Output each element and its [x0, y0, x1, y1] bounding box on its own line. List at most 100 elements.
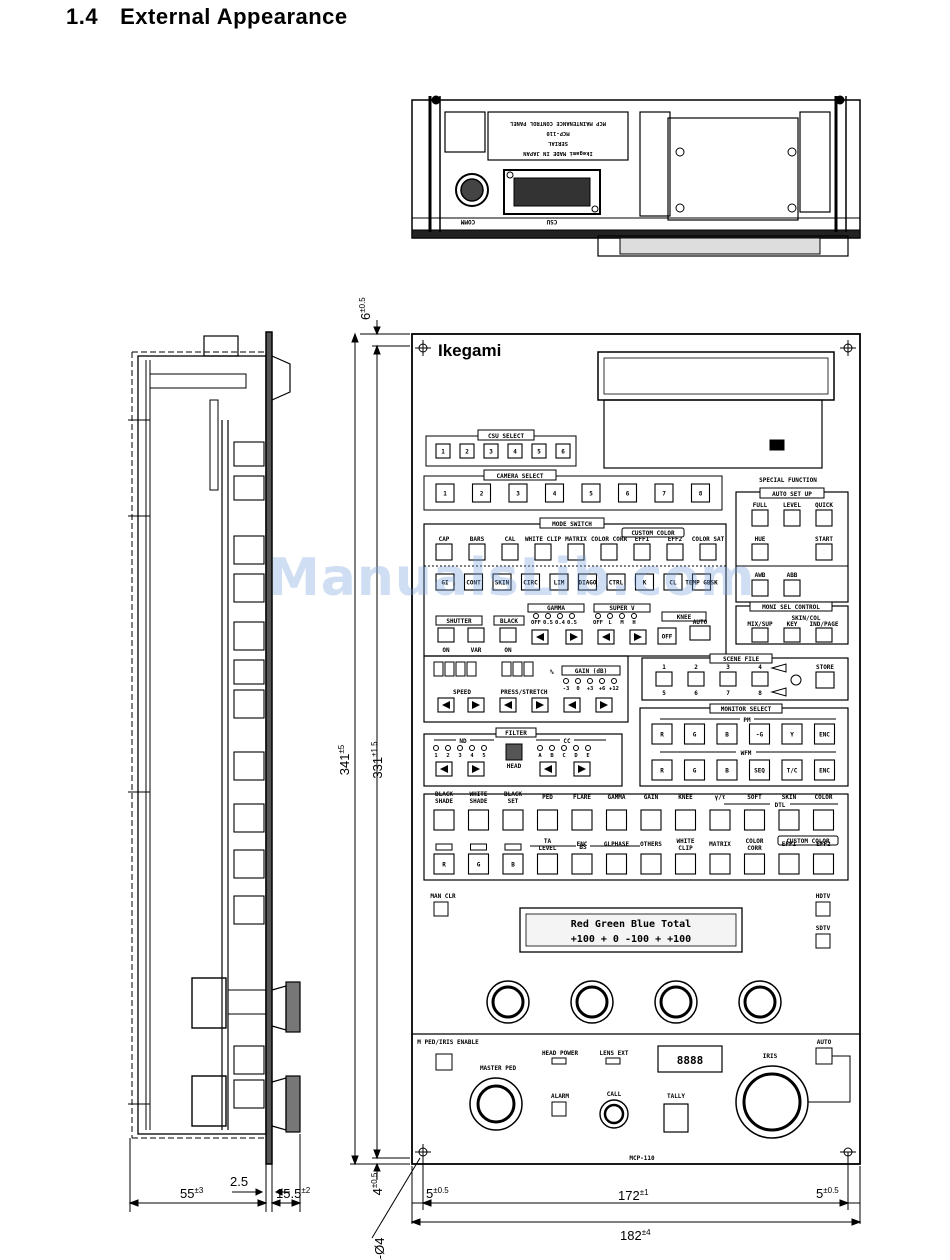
scene-file-button-1[interactable] [655, 671, 673, 687]
pm-button-b[interactable]: B [716, 723, 738, 745]
mode-white-clip[interactable] [534, 543, 552, 561]
mode2-k[interactable]: K [634, 573, 655, 591]
moni-key[interactable] [783, 627, 801, 643]
shutter-var-button[interactable] [467, 627, 485, 643]
scene-file-button-2[interactable] [687, 671, 705, 687]
mode-eff2[interactable] [666, 543, 684, 561]
gain-left-button[interactable] [563, 697, 581, 713]
knee-off-button[interactable]: OFF [657, 627, 677, 645]
adjust2-3[interactable] [536, 853, 559, 875]
press-left-button[interactable] [499, 697, 517, 713]
camera-button-7[interactable]: 7 [654, 483, 674, 503]
press-right-button[interactable] [531, 697, 549, 713]
auto-setup-abb[interactable]: ABB [783, 572, 801, 597]
pm-button-g[interactable]: G [683, 723, 706, 745]
adjust-4[interactable] [571, 809, 593, 831]
adjust2-7[interactable] [674, 853, 697, 875]
super-v-left-button[interactable] [597, 629, 615, 645]
camera-button-1[interactable]: 1 [435, 483, 455, 503]
adjust2-11[interactable] [812, 853, 835, 875]
camera-button-3[interactable]: 3 [508, 483, 528, 503]
adjust-3[interactable] [536, 809, 559, 831]
mode-matrix[interactable] [567, 543, 585, 561]
mode2-ctrl[interactable]: CTRL [606, 573, 626, 591]
speed-right-button[interactable] [467, 697, 485, 713]
scene-file-button-3[interactable] [719, 671, 737, 687]
adjust2-1[interactable]: G [467, 853, 490, 875]
mode-bars[interactable] [468, 543, 486, 561]
camera-button-4[interactable]: 4 [544, 483, 565, 503]
camera-button-6[interactable]: 6 [617, 483, 638, 503]
gain-right-button[interactable] [595, 697, 613, 713]
super-v-right-button[interactable] [629, 629, 647, 645]
store-button[interactable]: STORE [815, 664, 835, 689]
pm-button--g[interactable]: -G [748, 723, 771, 745]
mode2-diago[interactable]: DIAGO [577, 573, 598, 591]
adjust-1[interactable] [467, 809, 490, 831]
scene-file-button-4[interactable] [751, 671, 769, 687]
gamma-right-button[interactable] [565, 629, 583, 645]
adjust2-8[interactable] [709, 853, 731, 875]
adjust2-0[interactable]: R [433, 853, 455, 875]
csu-button-3[interactable]: 3 [483, 443, 499, 459]
adjust2-10[interactable] [778, 853, 800, 875]
adjust2-5[interactable] [605, 853, 628, 875]
cc-left-button[interactable] [539, 761, 557, 777]
auto-setup-awb[interactable]: AWB [751, 572, 769, 597]
auto-setup-level[interactable]: LEVEL [783, 502, 801, 527]
adjust-7[interactable] [674, 809, 697, 831]
mode2-cl[interactable]: CL [663, 573, 683, 591]
mode2-gi[interactable]: GI [435, 573, 455, 591]
wfm-button-t/c[interactable]: T/C [781, 759, 803, 781]
nd-left-button[interactable] [435, 761, 453, 777]
mode2-circ[interactable]: CIRC [520, 573, 541, 591]
csu-button-6[interactable]: 6 [555, 443, 571, 459]
wfm-button-g[interactable]: G [683, 759, 706, 781]
mode2-lim[interactable]: LIM [549, 573, 569, 591]
adjust-0[interactable] [433, 809, 455, 831]
knee-auto-button[interactable] [689, 625, 711, 641]
mode-cap[interactable] [435, 543, 453, 561]
adjust-6[interactable] [640, 809, 662, 831]
wfm-button-b[interactable]: B [716, 759, 738, 781]
adjust-10[interactable] [778, 809, 800, 831]
adjust-8[interactable] [709, 809, 731, 831]
nd-right-button[interactable] [467, 761, 485, 777]
adjust2-2[interactable]: B [502, 853, 524, 875]
auto-setup-full[interactable]: FULL [751, 502, 769, 527]
wfm-button-enc[interactable]: ENC [813, 759, 836, 781]
adjust-11[interactable] [812, 809, 835, 831]
mode2-temp-gbsk[interactable]: TEMP GBSK [685, 573, 718, 591]
csu-button-2[interactable]: 2 [459, 443, 475, 459]
mode2-cont[interactable]: CONT [463, 573, 484, 591]
adjust2-9[interactable] [743, 853, 766, 875]
mode-eff1[interactable] [633, 543, 651, 561]
adjust2-6[interactable] [640, 853, 662, 875]
shutter-on-button[interactable] [437, 627, 455, 643]
gamma-left-button[interactable] [531, 629, 549, 645]
camera-button-2[interactable]: 2 [471, 483, 492, 503]
speed-left-button[interactable] [437, 697, 455, 713]
auto-setup-start[interactable]: START [815, 536, 833, 561]
mode-color-corr[interactable] [600, 543, 618, 561]
wfm-button-seq[interactable]: SEQ [748, 759, 771, 781]
adjust-2[interactable] [502, 809, 524, 831]
moni-ind-page[interactable] [815, 627, 833, 643]
adjust2-4[interactable] [571, 853, 593, 875]
csu-button-1[interactable]: 1 [435, 443, 451, 459]
pm-button-y[interactable]: Y [781, 723, 803, 745]
adjust-9[interactable] [743, 809, 766, 831]
auto-setup-quick[interactable]: QUICK [815, 502, 833, 527]
pm-button-enc[interactable]: ENC [813, 723, 836, 745]
mode-cal[interactable] [501, 543, 519, 561]
pm-button-r[interactable]: R [651, 723, 673, 745]
filter-head-button[interactable]: HEAD [505, 743, 523, 770]
adjust-5[interactable] [605, 809, 628, 831]
mode-color-sat[interactable] [699, 543, 717, 561]
moni-mix-sup[interactable] [751, 627, 769, 643]
csu-button-4[interactable]: 4 [507, 443, 523, 459]
cc-right-button[interactable] [573, 761, 591, 777]
camera-button-8[interactable]: 8 [690, 483, 711, 503]
auto-setup-hue[interactable]: HUE [751, 536, 769, 561]
black-on-button[interactable] [499, 627, 517, 643]
